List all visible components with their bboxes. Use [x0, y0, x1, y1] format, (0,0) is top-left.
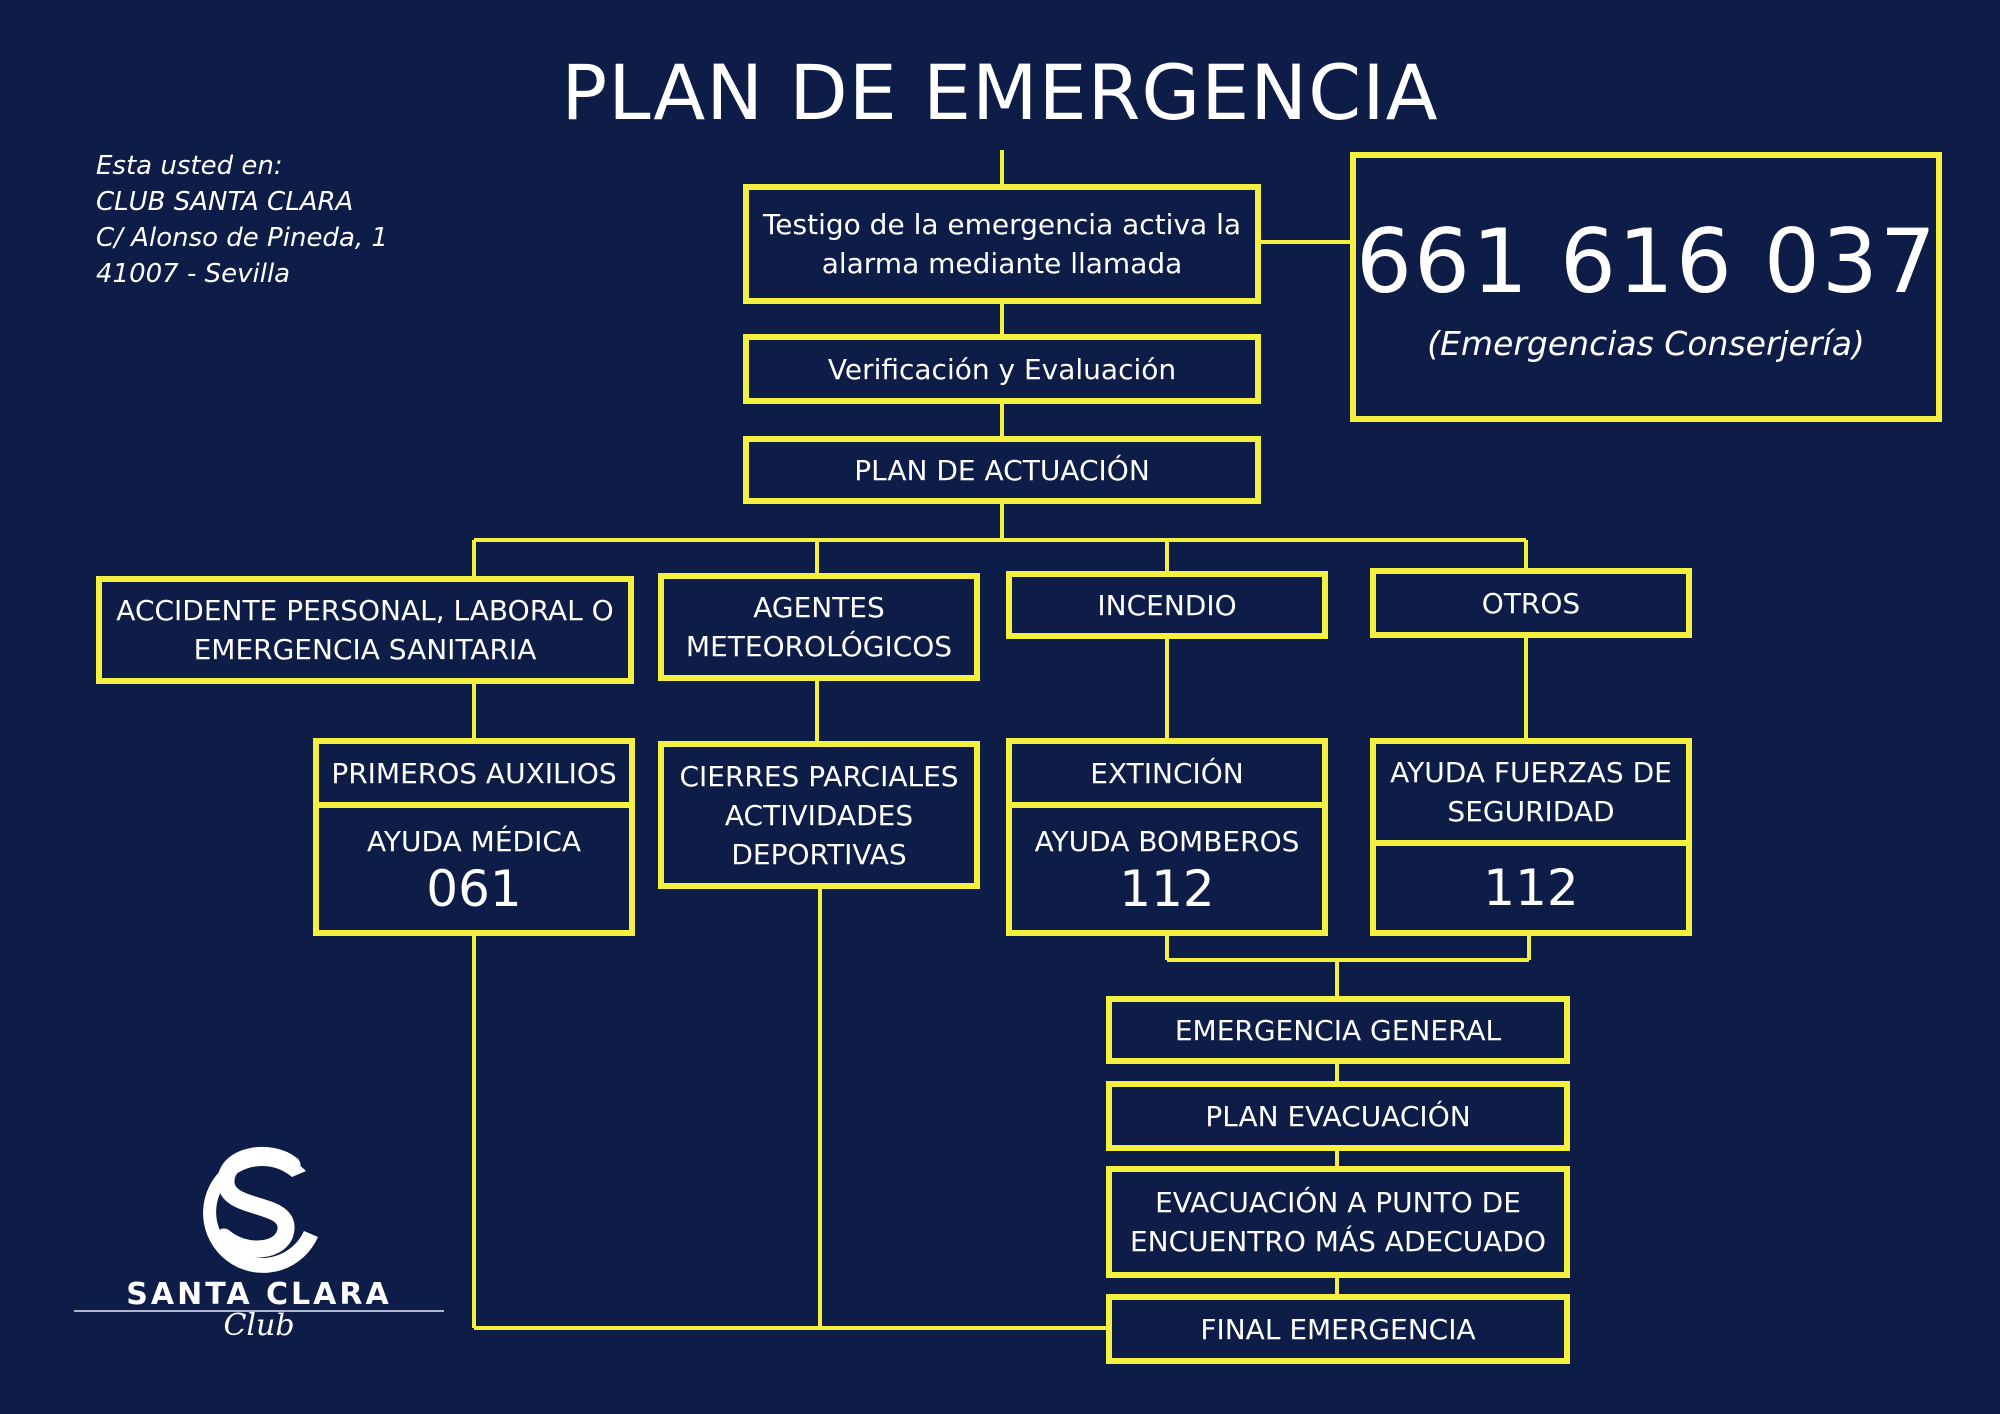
final-emergencia-box: FINAL EMERGENCIA	[1106, 1294, 1570, 1364]
accidente-text: ACCIDENTE PERSONAL, LABORAL O EMERGENCIA…	[116, 594, 614, 666]
incendio-box: INCENDIO	[1006, 571, 1328, 639]
address-club: CLUB SANTA CLARA	[96, 187, 354, 217]
plan-actuacion-text: PLAN DE ACTUACIÓN	[854, 453, 1150, 487]
extincion-text: EXTINCIÓN	[1090, 756, 1244, 790]
emergency-phone-label: (Emergencias Conserjería)	[1427, 324, 1865, 363]
page-title: PLAN DE EMERGENCIA	[561, 48, 1439, 137]
emergencia-general-box: EMERGENCIA GENERAL	[1106, 996, 1570, 1064]
emergency-phone-number: 661 616 037	[1356, 210, 1938, 313]
emergency-phone-box: 661 616 037 (Emergencias Conserjería)	[1350, 152, 1942, 422]
ayuda-medica-text: AYUDA MÉDICA	[366, 824, 582, 858]
otros-text: OTROS	[1481, 586, 1581, 620]
agentes-text: AGENTES METEOROLÓGICOS	[685, 591, 953, 663]
cs-monogram-icon	[203, 1146, 318, 1273]
primeros-auxilios-text: PRIMEROS AUXILIOS	[331, 756, 617, 790]
plan-evacuacion-box: PLAN EVACUACIÓN	[1106, 1081, 1570, 1151]
ayuda-medica-box: AYUDA MÉDICA 061	[313, 802, 635, 936]
ayuda-fuerzas-box: AYUDA FUERZAS DE SEGURIDAD	[1370, 738, 1692, 846]
plan-evacuacion-text: PLAN EVACUACIÓN	[1205, 1099, 1471, 1133]
address-street: C/ Alonso de Pineda, 1	[96, 223, 388, 253]
address-city: 41007 - Sevilla	[96, 259, 291, 289]
testigo-box: Testigo de la emergencia activa la alarm…	[743, 184, 1261, 304]
santa-clara-logo: SANTA CLARA Club	[74, 1125, 444, 1345]
logo-script: Club	[223, 1308, 295, 1343]
final-emergencia-text: FINAL EMERGENCIA	[1200, 1312, 1476, 1346]
ayuda-fuerzas-number-box: 112	[1370, 840, 1692, 936]
cierres-box: CIERRES PARCIALES ACTIVIDADES DEPORTIVAS	[658, 741, 980, 889]
cierres-text: CIERRES PARCIALES ACTIVIDADES DEPORTIVAS	[679, 759, 959, 871]
logo-name: SANTA CLARA	[126, 1277, 392, 1312]
plan-actuacion-box: PLAN DE ACTUACIÓN	[743, 436, 1261, 504]
address-intro: Esta usted en:	[96, 151, 283, 181]
ayuda-fuerzas-text: AYUDA FUERZAS DE SEGURIDAD	[1390, 756, 1672, 828]
ayuda-fuerzas-number: 112	[1483, 859, 1579, 917]
ayuda-bomberos-number: 112	[1119, 859, 1215, 918]
ayuda-bomberos-text: AYUDA BOMBEROS	[1034, 824, 1300, 858]
evacuacion-punto-text: EVACUACIÓN A PUNTO DE ENCUENTRO MÁS ADEC…	[1129, 1186, 1546, 1258]
agentes-box: AGENTES METEOROLÓGICOS	[658, 573, 980, 681]
accidente-box: ACCIDENTE PERSONAL, LABORAL O EMERGENCIA…	[96, 576, 634, 684]
otros-box: OTROS	[1370, 568, 1692, 638]
emergencia-general-text: EMERGENCIA GENERAL	[1174, 1013, 1502, 1047]
primeros-auxilios-box: PRIMEROS AUXILIOS	[313, 738, 635, 808]
ayuda-bomberos-box: AYUDA BOMBEROS 112	[1006, 802, 1328, 936]
testigo-text: Testigo de la emergencia activa la alarm…	[762, 208, 1242, 280]
verificacion-text: Verificación y Evaluación	[827, 352, 1177, 386]
location-address: Esta usted en: CLUB SANTA CLARA C/ Alons…	[96, 148, 388, 292]
extincion-box: EXTINCIÓN	[1006, 738, 1328, 808]
incendio-text: INCENDIO	[1097, 588, 1237, 622]
verificacion-box: Verificación y Evaluación	[743, 334, 1261, 404]
ayuda-medica-number: 061	[426, 859, 522, 918]
evacuacion-punto-box: EVACUACIÓN A PUNTO DE ENCUENTRO MÁS ADEC…	[1106, 1166, 1570, 1278]
logo-divider	[74, 1310, 444, 1312]
